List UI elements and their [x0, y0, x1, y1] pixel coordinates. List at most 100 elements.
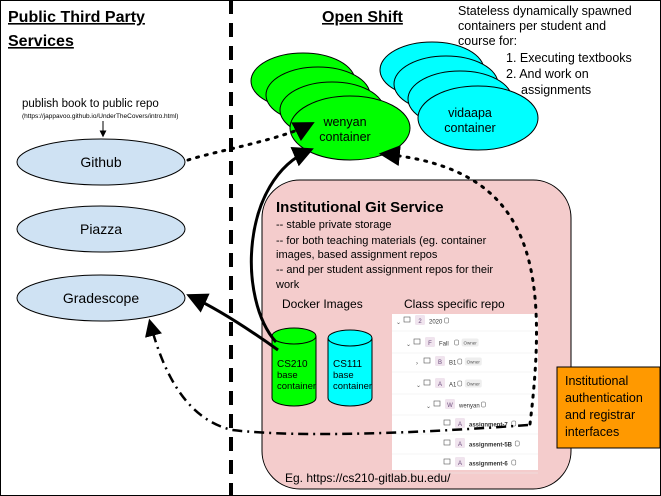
right-heading: Open Shift	[322, 9, 404, 26]
repo-avatar-letter: A	[438, 382, 442, 388]
role-badge	[461, 338, 479, 347]
role-badge-label: Owner	[467, 360, 481, 365]
cs210-sub1: base	[277, 370, 298, 381]
lock-icon	[457, 358, 463, 365]
publish-url: (https://jappavoo.github.io/UnderTheCove…	[22, 113, 178, 120]
role-badge-label: Owner	[463, 341, 477, 346]
repo-avatar	[455, 457, 465, 467]
chevron-icon: ⌄	[396, 320, 401, 326]
git-service-line4: -- and per student assignment repos for …	[276, 264, 493, 276]
cs111-sub2: container	[333, 381, 372, 392]
repo-avatar-letter: F	[428, 341, 432, 347]
docker-images-label: Docker Images	[282, 297, 363, 311]
repo-item-name: assignment-7	[469, 423, 508, 429]
git-service-line3: images, based assignment repos	[276, 249, 438, 261]
repo-item-name: 2020	[429, 320, 443, 326]
cs111-image-cylinder: CS111 base container	[327, 329, 373, 407]
folder-icon	[423, 357, 431, 364]
auth-line1: Institutional	[565, 374, 628, 388]
piazza-label: Piazza	[80, 221, 122, 237]
repo-item-name: Fall	[439, 342, 449, 348]
class-repo-label: Class specific repo	[404, 297, 505, 311]
repo-avatar-letter: A	[458, 422, 462, 428]
lock-icon	[481, 401, 486, 408]
repo-avatar-letter: 2	[418, 319, 422, 325]
cs210-sub2: container	[277, 381, 316, 392]
lock-icon	[444, 317, 449, 324]
role-badge	[464, 379, 482, 388]
folder-icon	[403, 316, 411, 323]
repo-item-name: assignment-6	[469, 462, 508, 468]
gradescope-node: Gradescope	[16, 274, 186, 322]
gradescope-label: Gradescope	[63, 290, 139, 306]
bookmark-icon	[443, 439, 451, 446]
auth-line2: authentication	[565, 391, 643, 405]
repo-avatar	[455, 418, 465, 428]
cs111-name: CS111	[333, 359, 363, 370]
image-to-wenyan-arrow	[249, 146, 314, 344]
stateless-item2: 2. And work on	[506, 67, 589, 81]
auth-line3: and registrar	[565, 408, 635, 422]
repo-avatar	[435, 378, 445, 388]
repo-item-name: B1	[449, 361, 457, 367]
repo-to-wenyan-dotted-arrow	[378, 145, 538, 426]
image-to-gradescope-arrow	[186, 293, 279, 352]
repo-avatar	[455, 438, 465, 448]
stateless-line1: Stateless dynamically spawned	[458, 4, 632, 18]
vidaapa-label1: vidaapa	[448, 106, 492, 120]
folder-icon	[433, 400, 441, 407]
publish-note: publish book to public repo	[22, 98, 159, 110]
repo-item-name: assignment-5B	[469, 443, 513, 449]
repo-tree-panel	[392, 314, 538, 470]
repo-avatar	[425, 337, 435, 347]
vidaapa-container-stack: vidaapa container	[379, 41, 539, 151]
vidaapa-label2: container	[444, 121, 495, 135]
stateless-line3: course for:	[458, 34, 517, 48]
bookmark-icon	[443, 419, 451, 426]
github-node: Github	[16, 138, 186, 186]
stateless-line2: containers per student and	[458, 19, 606, 33]
repo-avatar-letter: W	[447, 403, 453, 409]
role-badge-label: Owner	[467, 382, 481, 387]
bookmark-icon	[443, 458, 451, 465]
repo-item-name: A1	[449, 383, 457, 389]
repo-avatar	[435, 356, 445, 366]
stateless-item1: 1. Executing textbooks	[506, 51, 632, 65]
wenyan-label1: wenyan	[322, 115, 366, 129]
repo-avatar-letter: A	[458, 442, 462, 448]
auth-box	[556, 366, 661, 449]
chevron-icon: ⌄	[416, 383, 421, 389]
repo-avatar	[445, 399, 455, 409]
folder-icon	[423, 379, 431, 386]
git-service-line2: -- for both teaching materials (eg. cont…	[276, 235, 487, 247]
cs210-name: CS210	[277, 359, 308, 370]
assignment-to-gradescope-dashdot-arrow	[145, 318, 529, 436]
repo-item-name: wenyan	[458, 404, 480, 410]
lock-icon	[454, 339, 459, 346]
auth-line4: interfaces	[565, 425, 619, 439]
left-heading-line1: Public Third Party	[8, 9, 145, 26]
git-service-line5: work	[275, 279, 300, 291]
lock-icon	[511, 459, 517, 466]
piazza-node: Piazza	[16, 205, 186, 253]
chevron-icon: ⌄	[426, 404, 431, 410]
stateless-item3: assignments	[521, 83, 591, 97]
left-heading-line2: Services	[8, 33, 74, 50]
repo-avatar-letter: A	[458, 461, 462, 467]
wenyan-label2: container	[319, 130, 370, 144]
lock-icon	[514, 440, 520, 447]
chevron-icon: ⌄	[406, 342, 411, 348]
git-service-title: Institutional Git Service	[276, 199, 444, 216]
cs111-sub1: base	[333, 370, 354, 381]
repo-avatar-letter: B	[438, 360, 442, 366]
github-label: Github	[80, 154, 121, 170]
folder-icon	[413, 338, 421, 345]
example-url: Eg. https://cs210-gitlab.bu.edu/	[285, 471, 451, 485]
cs210-image-cylinder: CS210 base container	[271, 327, 317, 407]
role-badge	[464, 357, 482, 366]
git-service-line1: -- stable private storage	[276, 219, 392, 231]
repo-avatar	[415, 315, 425, 325]
